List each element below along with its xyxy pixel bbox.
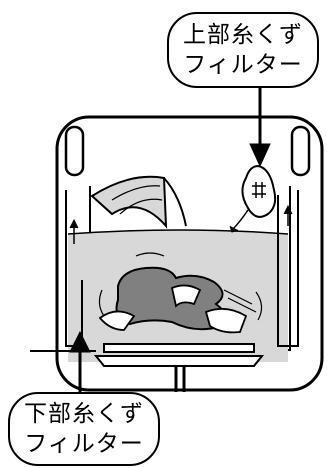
drive-shaft: [174, 366, 186, 392]
spray-curve: [163, 177, 187, 227]
clothes-shirt: [115, 266, 227, 331]
water-spray: [90, 175, 168, 229]
lower-filter-label-line1: 下部糸くず: [24, 401, 144, 427]
upper-filter-flow-arrow: [229, 225, 239, 233]
pulsator-base: [93, 355, 265, 367]
spray-line-1: [111, 185, 161, 201]
right-circulation-channel: [277, 190, 299, 347]
clothes-ripples: [223, 289, 257, 313]
lower-filter-label: 下部糸くず フィルター: [8, 392, 160, 466]
clothes-cloth-right: [204, 307, 248, 334]
upper-filter-pointer-arrow: [249, 143, 271, 168]
swirl-left: [98, 289, 105, 317]
upper-filter-label-line1: 上部糸くず: [183, 22, 303, 48]
right-arrow-head: [283, 204, 293, 215]
swirl-top: [135, 252, 165, 257]
upper-filter-label-line2: フィルター: [183, 52, 303, 78]
right-handle-slot: [290, 125, 311, 177]
water-surface: [67, 229, 289, 235]
lower-filter-pointer-arrow: [69, 330, 91, 353]
left-handle-slot: [64, 125, 85, 177]
lower-filter-label-line2: フィルター: [24, 431, 144, 457]
pulsator-top: [103, 343, 255, 353]
upper-lint-filter: [241, 164, 277, 218]
left-arrow-head: [69, 218, 79, 229]
clothes-cloth-left: [98, 310, 136, 331]
spray-line-2: [119, 198, 163, 215]
swirl-right: [255, 291, 263, 321]
upper-filter-label: 上部糸くず フィルター: [167, 12, 319, 88]
clothes-sock: [170, 284, 202, 308]
upper-filter-mesh: [252, 182, 266, 198]
